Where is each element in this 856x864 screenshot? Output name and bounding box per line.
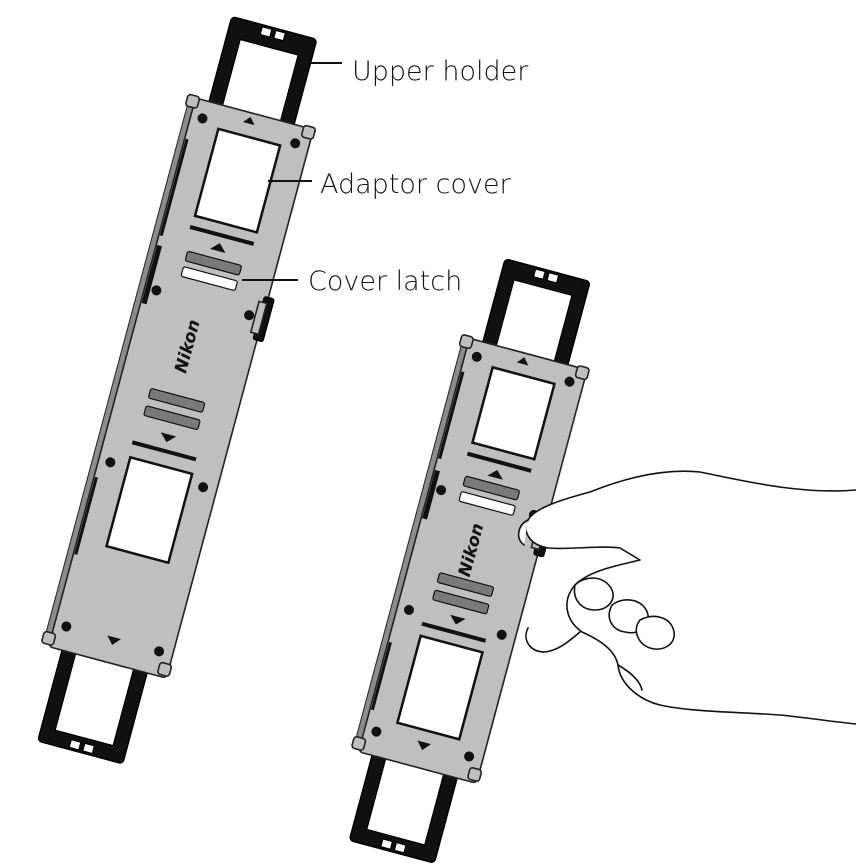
callout-adaptor-cover: Adaptor cover	[268, 169, 512, 200]
label-cover-latch: Cover latch	[308, 266, 462, 297]
callout-upper-holder: Upper holder	[310, 56, 529, 87]
right-adapter-assembly: Nikon	[349, 258, 590, 863]
adaptor-cover-right: Nikon	[351, 334, 590, 784]
cover-latch	[249, 296, 275, 342]
left-adapter-assembly: Nikon	[37, 16, 317, 764]
label-adaptor-cover: Adaptor cover	[320, 169, 512, 200]
adaptor-cover: Nikon	[41, 93, 316, 679]
label-upper-holder: Upper holder	[352, 56, 529, 87]
hand-illustration	[517, 470, 856, 725]
callout-cover-latch: Cover latch	[242, 266, 462, 297]
